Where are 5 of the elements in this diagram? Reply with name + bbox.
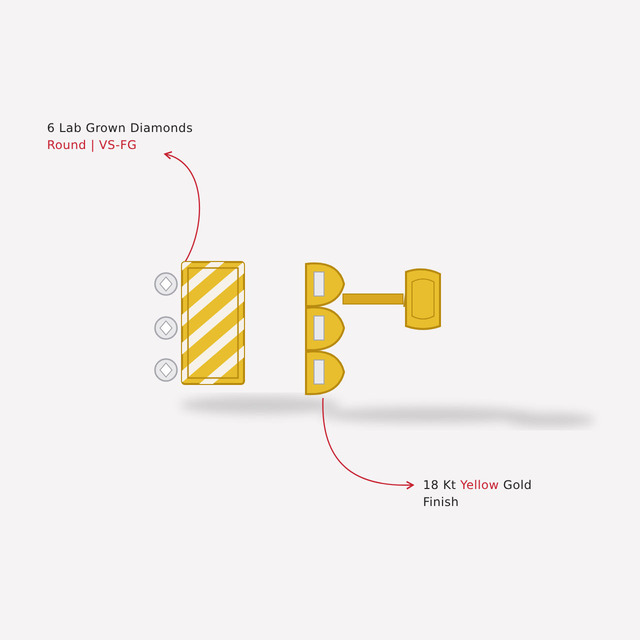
annotation-detail: Round | VS-FG [47,137,138,154]
leader-arrow [164,152,200,262]
leader-arrow [322,398,414,490]
annotation-text: 18 Kt Yellow Gold Finish [423,477,533,511]
annotation-title: 6 Lab Grown Diamonds [47,120,193,137]
